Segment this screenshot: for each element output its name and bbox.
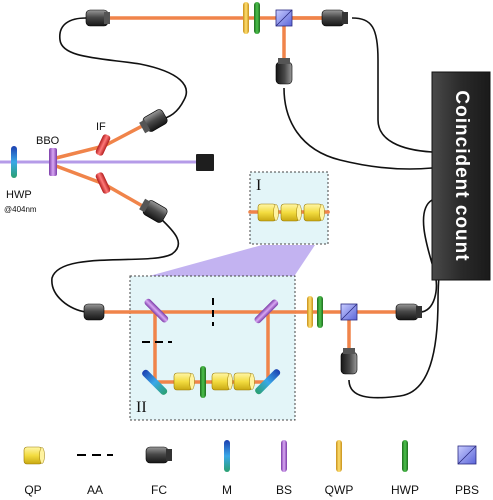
fiber-middle-loop — [51, 217, 180, 313]
region-one-label: I — [256, 177, 261, 194]
legend-label-pbs: PBS — [455, 483, 479, 497]
fiber-coupler — [275, 58, 293, 85]
legend-m-symbol — [224, 440, 230, 472]
coincidence-counter-label: Coincident count — [451, 90, 472, 261]
legend-label-qp: QP — [24, 483, 41, 497]
legend-label-qwp: QWP — [325, 483, 354, 497]
legend-label-m: M — [222, 483, 232, 497]
fiber-coupler — [139, 198, 168, 223]
legend-fc-symbol — [145, 446, 172, 464]
zoom-wedge — [142, 245, 315, 278]
mirror-bottom-right — [255, 369, 281, 395]
mirror-top-right — [254, 299, 279, 324]
qwp-bottom — [307, 296, 313, 328]
qp-region-two — [173, 372, 195, 391]
fiber-bottom-coupler — [348, 231, 442, 399]
legend-bs-symbol — [281, 440, 287, 472]
hwp-top — [254, 2, 260, 34]
fiber-top-left-loop — [59, 17, 188, 121]
qp-region-one — [280, 203, 302, 222]
coincidence-counter-box — [431, 71, 491, 281]
if-filter-upper — [95, 134, 111, 156]
legend-hwp-symbol — [402, 440, 408, 472]
legend: QP AA FC M BS QWP HWP PBS — [23, 440, 479, 497]
if-filter-lower — [95, 172, 111, 194]
fiber-coupler — [83, 303, 105, 321]
fiber-top-right — [351, 17, 433, 153]
hwp-region-two — [200, 366, 206, 398]
hwp-wavelength-label: @404nm — [4, 205, 37, 214]
qp-region-one — [257, 203, 279, 222]
bbo-label: BBO — [36, 135, 60, 147]
legend-qp-symbol — [23, 446, 45, 465]
qwp-top — [243, 2, 249, 34]
fiber-coupler — [139, 109, 168, 134]
legend-label-aa: AA — [87, 483, 103, 497]
qp-region-two — [211, 372, 233, 391]
legend-label-bs: BS — [276, 483, 292, 497]
bbo-crystal — [49, 148, 57, 176]
pbs-bottom — [340, 303, 358, 321]
beam-dump — [196, 154, 214, 171]
mirror-bottom-left — [142, 369, 168, 395]
hwp-pump-label: HWP — [6, 189, 32, 201]
qp-region-one — [303, 203, 325, 222]
legend-pbs-symbol — [457, 445, 477, 465]
legend-qwp-symbol — [336, 440, 342, 472]
fiber-coupler — [85, 9, 110, 27]
beamsplitter-left — [144, 298, 169, 323]
hwp-bottom — [317, 296, 323, 328]
fiber-coupler — [321, 9, 348, 27]
fiber-coupler — [340, 348, 358, 375]
region-two-label: II — [136, 399, 147, 416]
pbs-top — [275, 9, 293, 27]
fiber-top-down-coupler — [283, 87, 433, 170]
legend-label-hwp: HWP — [391, 483, 419, 497]
if-label: IF — [96, 121, 106, 133]
hwp-404nm-plate — [11, 146, 17, 178]
legend-label-fc: FC — [151, 483, 167, 497]
qp-region-two — [233, 372, 255, 391]
fiber-coupler — [395, 303, 422, 321]
